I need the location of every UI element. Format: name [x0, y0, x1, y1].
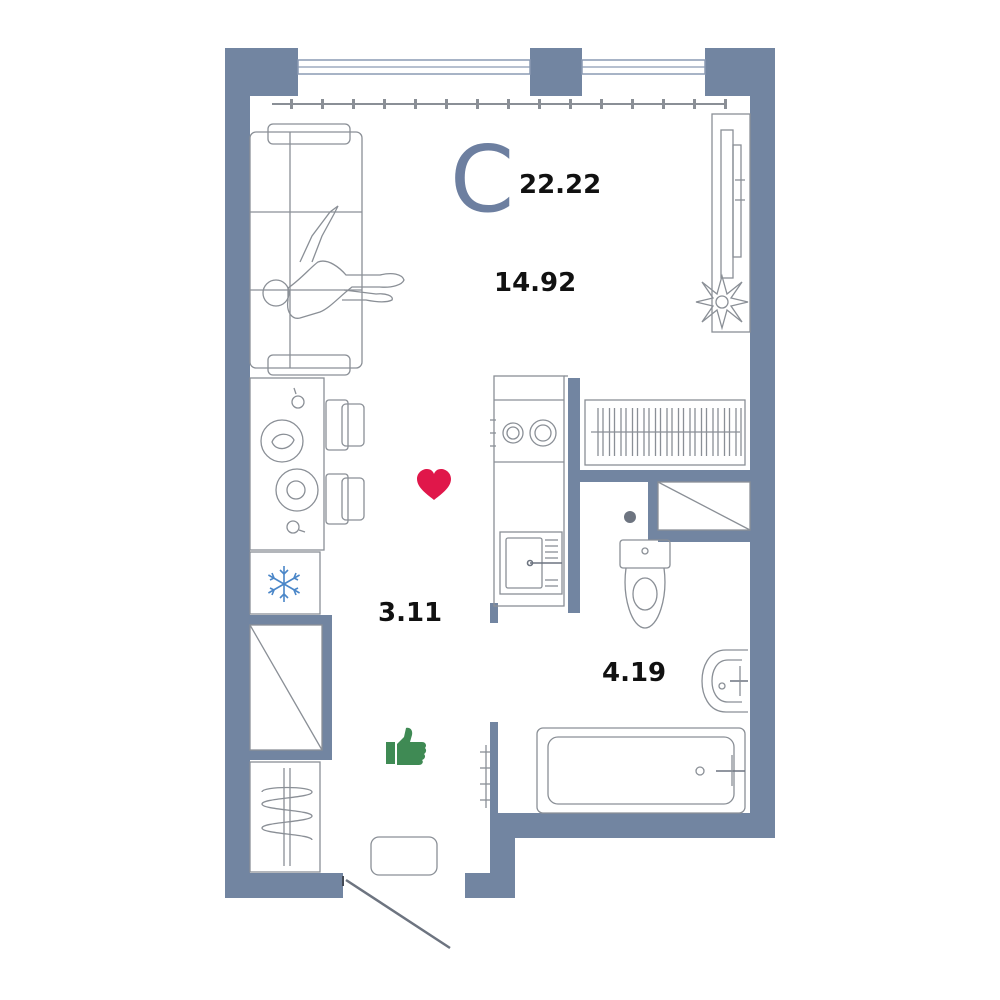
- curtain-ring: [321, 99, 324, 109]
- fridge: [249, 551, 321, 615]
- curtain-ring: [569, 99, 572, 109]
- radiator-fin: [631, 408, 639, 456]
- window-right: [581, 59, 706, 75]
- radiator-fin: [723, 408, 731, 456]
- washbasin: [701, 649, 748, 713]
- radiator-fin: [643, 408, 650, 456]
- curtain-ring: [538, 99, 541, 109]
- curtain-ring: [476, 99, 479, 109]
- radiator-fin: [666, 408, 673, 456]
- kitchen-counter: [493, 375, 568, 607]
- person-icon: [262, 205, 405, 319]
- radiator-fin: [700, 408, 708, 456]
- radiator-fin: [597, 408, 604, 456]
- curtain-ring: [724, 99, 727, 109]
- curtain-ring: [507, 99, 510, 109]
- apartment-type-letter: С: [450, 126, 515, 233]
- tv-stand: [711, 113, 751, 333]
- bathroom-area-label: 4.19: [602, 658, 667, 688]
- total-area-label: 22.22: [519, 170, 602, 200]
- radiator-fin: [654, 408, 662, 456]
- curtain-ring: [631, 99, 634, 109]
- curtain-ring: [383, 99, 386, 109]
- chair: [325, 399, 365, 451]
- radiator-fin: [712, 408, 719, 456]
- doormat: [370, 836, 438, 876]
- dining-table: [249, 377, 325, 551]
- heart-icon[interactable]: [417, 469, 451, 500]
- snowflake-icon: [268, 566, 300, 602]
- curtain-ring: [352, 99, 355, 109]
- toilet: [619, 539, 671, 629]
- curtain-ring: [600, 99, 603, 109]
- curtain-ring: [414, 99, 417, 109]
- chair: [325, 473, 365, 525]
- curtain-rail: [272, 99, 727, 109]
- living-room-area-label: 14.92: [494, 268, 577, 298]
- hall-area-label: 3.11: [378, 598, 443, 628]
- thumbs-up-icon[interactable]: [386, 727, 427, 765]
- entrance-door[interactable]: [342, 876, 451, 950]
- curtain-ring: [693, 99, 696, 109]
- curtain-ring: [662, 99, 665, 109]
- radiator-fin: [620, 408, 627, 456]
- radiator: [584, 399, 746, 466]
- wardrobe: [249, 624, 323, 751]
- radiator-fin: [608, 408, 616, 456]
- curtain-ring: [445, 99, 448, 109]
- bathroom-shaft: [657, 481, 751, 531]
- bathtub: [536, 727, 746, 814]
- walls: [225, 48, 775, 898]
- radiator-fin: [735, 408, 742, 456]
- radiator-fin: [689, 408, 696, 456]
- radiator-fin: [677, 408, 685, 456]
- hall-radiator: [249, 761, 321, 873]
- towel-rail: [480, 745, 490, 808]
- kitchen-sink: [499, 531, 563, 595]
- curtain-ring: [290, 99, 293, 109]
- plant-icon: [695, 273, 749, 331]
- cooktop: [490, 419, 557, 447]
- window-left: [297, 59, 531, 75]
- sofa: [249, 123, 363, 376]
- drain: [624, 511, 636, 523]
